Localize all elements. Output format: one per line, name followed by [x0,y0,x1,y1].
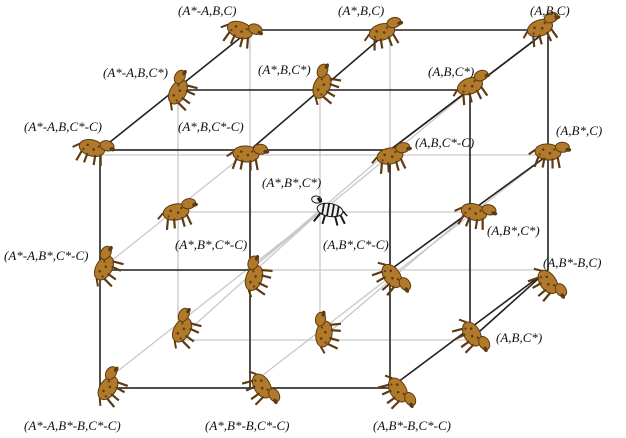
node-label-front-top-mid: (A*,B,C*-C) [178,119,244,134]
hyena-icon [447,310,495,364]
node-label-front-mid-right: (A,B*,C*-C) [323,237,389,252]
hyena-icon [373,366,421,420]
node-label-mid-mid-right: (A,B*,C*) [487,223,540,238]
hyena-icon [359,14,410,54]
hyena-icon [366,253,416,306]
node-label-back-mid-right: (A,B*,C) [556,123,603,138]
node-label-back-top-left: (A*-A,B,C) [178,3,237,18]
hyena-icon [236,251,279,303]
node-label-mid-top-mid: (A*,B,C*) [258,62,311,77]
hyena-icon [83,241,131,294]
node-label-front-top-right: (A,B,C*-C) [415,135,475,150]
node-label-back-top-mid: (A*,B,C) [338,3,385,18]
hyena-icon [368,140,417,177]
hyena-icon [215,12,267,55]
node-label-back-bot-right: (A,B*-B,C) [543,255,602,270]
hyena-icon [224,140,271,174]
node-label-front-mid-mid: (A*,B*,C*-C) [175,237,248,252]
node-label-front-mid-left: (A*-A,B*,C*-C) [4,248,89,263]
node-label-mid-bot-right: (A,B,C*) [496,330,543,345]
node-label-front-bot-mid: (A*,B*-B,C*-C) [205,418,290,433]
node-label-center: (A*,B*,C*) [262,175,322,190]
node-label-back-top-right: (A,B,C) [530,3,570,18]
node-label-front-top-left: (A*-A,B,C*-C) [24,119,102,134]
hyena-icon [237,362,285,416]
node-label-front-bot-right: (A,B*-B,C*-C) [373,418,451,433]
hyena-icon [68,131,119,171]
node-label-mid-top-right: (A,B,C*) [428,64,475,79]
node-label-front-bot-left: (A*-A,B*-B,C*-C) [24,418,121,433]
node-label-mid-top-left: (A*-A,B,C*) [103,65,168,80]
